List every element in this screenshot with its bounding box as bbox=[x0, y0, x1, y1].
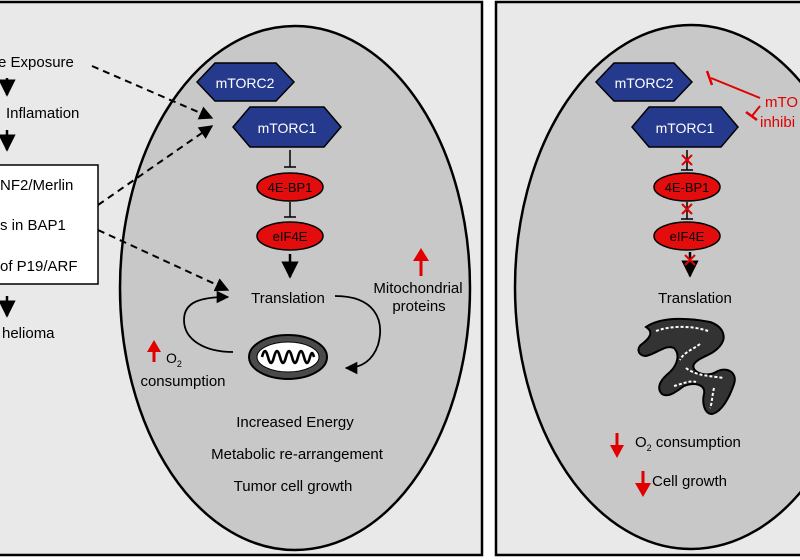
mitochondrial-label: Mitochondrial bbox=[373, 280, 462, 297]
mtorc2-label: mTORC2 bbox=[216, 75, 275, 91]
right-eif4e-oval bbox=[653, 221, 721, 251]
cell-growth-label: Cell growth bbox=[652, 473, 727, 490]
right-consumption-text: consumption bbox=[652, 434, 741, 451]
right-4ebp1-label: 4E-BP1 bbox=[665, 180, 710, 195]
eif4e-label: eIF4E bbox=[273, 229, 308, 244]
translation-label: Translation bbox=[251, 290, 325, 307]
mtor-inhibitor-label-line1: mTO bbox=[765, 94, 798, 111]
o2-main: O bbox=[166, 350, 177, 366]
right-mtorc2-hexagon bbox=[594, 62, 694, 102]
cell-growth-down-arrow-icon bbox=[635, 471, 651, 497]
treated-cell bbox=[513, 23, 800, 551]
exposure-to-mtorc1-dashed-arrow bbox=[91, 65, 214, 120]
right-mtorc1-hexagon bbox=[631, 106, 739, 148]
proteins-label: proteins bbox=[392, 298, 445, 315]
right-o2-subscript: 2 bbox=[647, 443, 652, 453]
right-4ebp1-oval bbox=[653, 172, 721, 202]
translation-to-mitochondrion-arrow bbox=[334, 295, 381, 375]
left-panel: e Exposure Inflamation NF2/Merlin s in B… bbox=[0, 0, 484, 557]
outcome-increased-energy: Increased Energy bbox=[236, 414, 354, 431]
tumor-cell bbox=[118, 24, 472, 552]
o2-subscript: 2 bbox=[177, 359, 182, 369]
genetic-alterations-box bbox=[0, 164, 99, 285]
mtorc1-hexagon bbox=[232, 106, 342, 148]
o2-label: O2 bbox=[166, 350, 182, 369]
right-mtorc1-label: mTORC1 bbox=[656, 120, 715, 136]
mtorc2-hexagon bbox=[195, 62, 296, 102]
4ebp1-label: 4E-BP1 bbox=[268, 180, 313, 195]
right-o2-consumption-label: O2 consumption bbox=[635, 434, 741, 453]
asbestos-exposure-label: e Exposure bbox=[0, 54, 74, 71]
right-eif4e-label: eIF4E bbox=[670, 229, 705, 244]
bap1-label: s in BAP1 bbox=[0, 217, 66, 234]
eif4e-oval bbox=[256, 221, 324, 251]
blocked-x-icon bbox=[684, 254, 696, 266]
blocked-x-icon bbox=[681, 203, 693, 215]
right-panel: mTORC2 mTORC1 mTO inhibi 4E-BP1 e bbox=[494, 0, 800, 557]
consumption-label: consumption bbox=[140, 373, 225, 390]
fragmented-mitochondria-icon bbox=[637, 317, 736, 416]
p19arf-label: of P19/ARF bbox=[0, 258, 78, 275]
mito-proteins-up-arrow-icon bbox=[413, 248, 429, 276]
o2-up-arrow-icon bbox=[147, 340, 161, 362]
mitochondrion-icon bbox=[248, 334, 328, 380]
blocked-x-icon bbox=[681, 154, 693, 166]
o2-down-arrow-icon bbox=[610, 433, 624, 458]
mtor-inhibitor-label-line2: inhibi bbox=[760, 114, 795, 131]
right-o2-main: O bbox=[635, 434, 647, 451]
mitochondrion-to-translation-arrow bbox=[183, 290, 234, 353]
mtorc1-label: mTORC1 bbox=[258, 120, 317, 136]
outcome-tumor-cell-growth: Tumor cell growth bbox=[234, 478, 353, 495]
inflammation-label: Inflamation bbox=[6, 105, 79, 122]
outcome-metabolic-rearrangement: Metabolic re-arrangement bbox=[211, 446, 384, 463]
nf2-merlin-label: NF2/Merlin bbox=[0, 177, 73, 194]
mtor-inhibitor-lines bbox=[705, 70, 761, 122]
right-translation-label: Translation bbox=[658, 290, 732, 307]
4ebp1-oval bbox=[256, 172, 324, 202]
mesothelioma-label: helioma bbox=[2, 325, 55, 342]
right-mtorc2-label: mTORC2 bbox=[615, 75, 674, 91]
